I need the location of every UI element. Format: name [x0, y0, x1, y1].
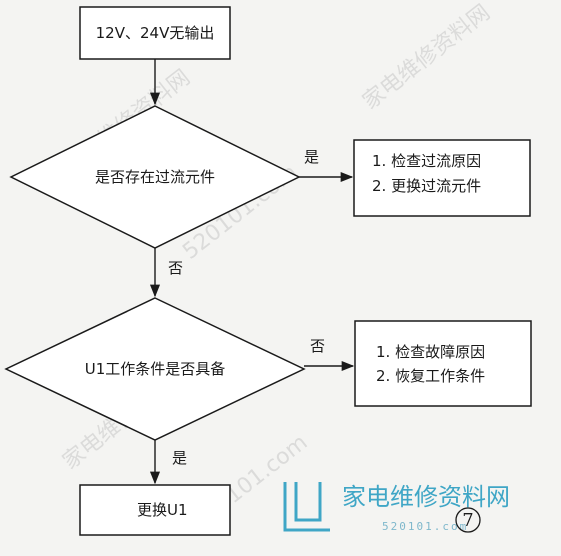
edge-label-decision2-no: 否 [310, 337, 325, 355]
edge-label-decision1-yes: 是 [304, 148, 319, 166]
start-node: 12V、24V无输出 [79, 6, 231, 60]
logo-mark-icon [283, 482, 330, 532]
action2-line1: 1. 检查故障原因 [376, 343, 485, 361]
watermark-layer: 家电维修资料网 520101.com 家电维修资料网 520101.com 家电… [58, 0, 495, 535]
decision1-node: 是否存在过流元件 [9, 105, 301, 249]
decision2-node: U1工作条件是否具备 [4, 297, 306, 441]
figure-number-label: 7 [462, 510, 473, 531]
site-logo: 家电维修资料网 520101.com [283, 482, 510, 533]
action2-line2: 2. 恢复工作条件 [376, 367, 485, 385]
logo-text: 家电维修资料网 [342, 483, 510, 511]
edge-label-decision1-no: 否 [168, 259, 183, 277]
decision1-label: 是否存在过流元件 [95, 168, 215, 186]
watermark-site-3: 家电维修资料网 [358, 0, 495, 115]
logo-url: 520101.com [382, 520, 468, 533]
action1-line1: 1. 检查过流原因 [372, 152, 481, 170]
action2-node: 1. 检查故障原因 2. 恢复工作条件 [354, 320, 532, 407]
action1-line2: 2. 更换过流元件 [372, 177, 481, 195]
edge-label-decision2-yes: 是 [172, 449, 187, 467]
end-node-label: 更换U1 [137, 501, 188, 519]
action1-node: 1. 检查过流原因 2. 更换过流元件 [353, 139, 531, 217]
end-node: 更换U1 [79, 484, 231, 536]
start-node-label: 12V、24V无输出 [96, 24, 215, 42]
decision2-label: U1工作条件是否具备 [85, 360, 226, 378]
figure-number: 7 [455, 507, 481, 533]
